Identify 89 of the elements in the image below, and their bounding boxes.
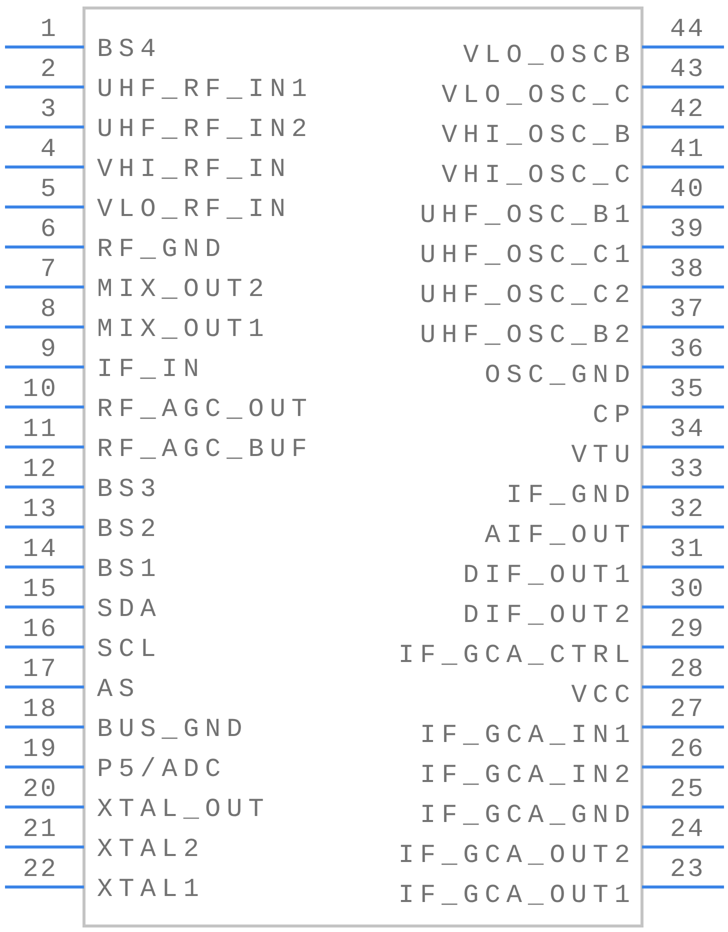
pin-number: 11 <box>22 415 58 443</box>
pin-name: IF_GCA_IN1 <box>420 721 636 749</box>
pin-name: VHI_OSC_B <box>442 121 636 149</box>
chip-body <box>82 6 644 928</box>
pin-name: IF_GCA_OUT2 <box>398 841 636 869</box>
pin-name: VLO_RF_IN <box>97 195 292 223</box>
pin-number: 43 <box>670 55 706 83</box>
pin-number: 10 <box>22 375 58 403</box>
pin-name: VLO_OSC_C <box>442 81 636 109</box>
pin-name: MIX_OUT1 <box>97 315 270 343</box>
pin-number: 29 <box>670 615 706 643</box>
pin-name: AIF_OUT <box>484 521 636 549</box>
pin-number: 39 <box>670 215 706 243</box>
pin-number: 22 <box>22 855 58 883</box>
pin-number: 34 <box>670 415 706 443</box>
pin-name: IF_GND <box>506 481 636 509</box>
pin-number: 7 <box>40 255 58 283</box>
pin-name: UHF_OSC_C2 <box>420 281 636 309</box>
pin-number: 19 <box>22 735 58 763</box>
pin-number: 6 <box>40 215 58 243</box>
pin-name: XTAL_OUT <box>97 795 270 823</box>
pin-name: BS2 <box>97 515 162 543</box>
pin-number: 40 <box>670 175 706 203</box>
pin-name: CP <box>592 401 636 429</box>
pin-number: 8 <box>40 295 58 323</box>
pin-name: XTAL1 <box>97 875 206 903</box>
pin-number: 25 <box>670 775 706 803</box>
pin-name: UHF_OSC_B1 <box>420 201 636 229</box>
pin-name: IF_GCA_GND <box>420 801 636 829</box>
pin-name: BUS_GND <box>97 715 248 743</box>
pin-number: 36 <box>670 335 706 363</box>
pin-name: IF_IN <box>97 355 206 383</box>
pin-number: 28 <box>670 655 706 683</box>
pin-name: RF_AGC_BUF <box>97 435 314 463</box>
pin-name: VCC <box>571 681 636 709</box>
pin-number: 18 <box>22 695 58 723</box>
pin-name: VHI_OSC_C <box>442 161 636 189</box>
pin-number: 2 <box>40 55 58 83</box>
pin-name: IF_GCA_CTRL <box>398 641 636 669</box>
pin-number: 15 <box>22 575 58 603</box>
pin-number: 26 <box>670 735 706 763</box>
pin-number: 3 <box>40 95 58 123</box>
pin-number: 23 <box>670 855 706 883</box>
pin-number: 9 <box>40 335 58 363</box>
pin-name: UHF_OSC_B2 <box>420 321 636 349</box>
pin-name: UHF_RF_IN2 <box>97 115 314 143</box>
pin-number: 20 <box>22 775 58 803</box>
pin-name: DIF_OUT2 <box>463 601 636 629</box>
pin-number: 33 <box>670 455 706 483</box>
pin-number: 31 <box>670 535 706 563</box>
pin-name: VLO_OSCB <box>463 41 636 69</box>
pin-name: SDA <box>97 595 162 623</box>
pin-number: 24 <box>670 815 706 843</box>
pin-name: RF_AGC_OUT <box>97 395 314 423</box>
pin-name: IF_GCA_IN2 <box>420 761 636 789</box>
pin-name: VHI_RF_IN <box>97 155 292 183</box>
pin-name: XTAL2 <box>97 835 206 863</box>
pin-name: SCL <box>97 635 162 663</box>
pin-name: BS1 <box>97 555 162 583</box>
pin-number: 21 <box>22 815 58 843</box>
pin-name: OSC_GND <box>484 361 636 389</box>
pin-number: 14 <box>22 535 58 563</box>
pin-name: MIX_OUT2 <box>97 275 270 303</box>
pin-number: 16 <box>22 615 58 643</box>
pin-number: 5 <box>40 175 58 203</box>
pin-name: IF_GCA_OUT1 <box>398 881 636 909</box>
pin-number: 30 <box>670 575 706 603</box>
pin-number: 1 <box>40 15 58 43</box>
pin-number: 42 <box>670 95 706 123</box>
pin-name: AS <box>97 675 140 703</box>
pin-name: RF_GND <box>97 235 227 263</box>
pin-name: BS3 <box>97 475 162 503</box>
pin-name: UHF_OSC_C1 <box>420 241 636 269</box>
pin-number: 13 <box>22 495 58 523</box>
pin-number: 41 <box>670 135 706 163</box>
pin-number: 35 <box>670 375 706 403</box>
pin-number: 32 <box>670 495 706 523</box>
pin-number: 12 <box>22 455 58 483</box>
pin-number: 4 <box>40 135 58 163</box>
pin-number: 38 <box>670 255 706 283</box>
pin-name: BS4 <box>97 35 162 63</box>
pin-name: DIF_OUT1 <box>463 561 636 589</box>
pin-name: VTU <box>571 441 636 469</box>
pin-name: P5/ADC <box>97 755 227 783</box>
pin-number: 37 <box>670 295 706 323</box>
pin-number: 17 <box>22 655 58 683</box>
pin-number: 44 <box>670 15 706 43</box>
pin-number: 27 <box>670 695 706 723</box>
pin-name: UHF_RF_IN1 <box>97 75 314 103</box>
